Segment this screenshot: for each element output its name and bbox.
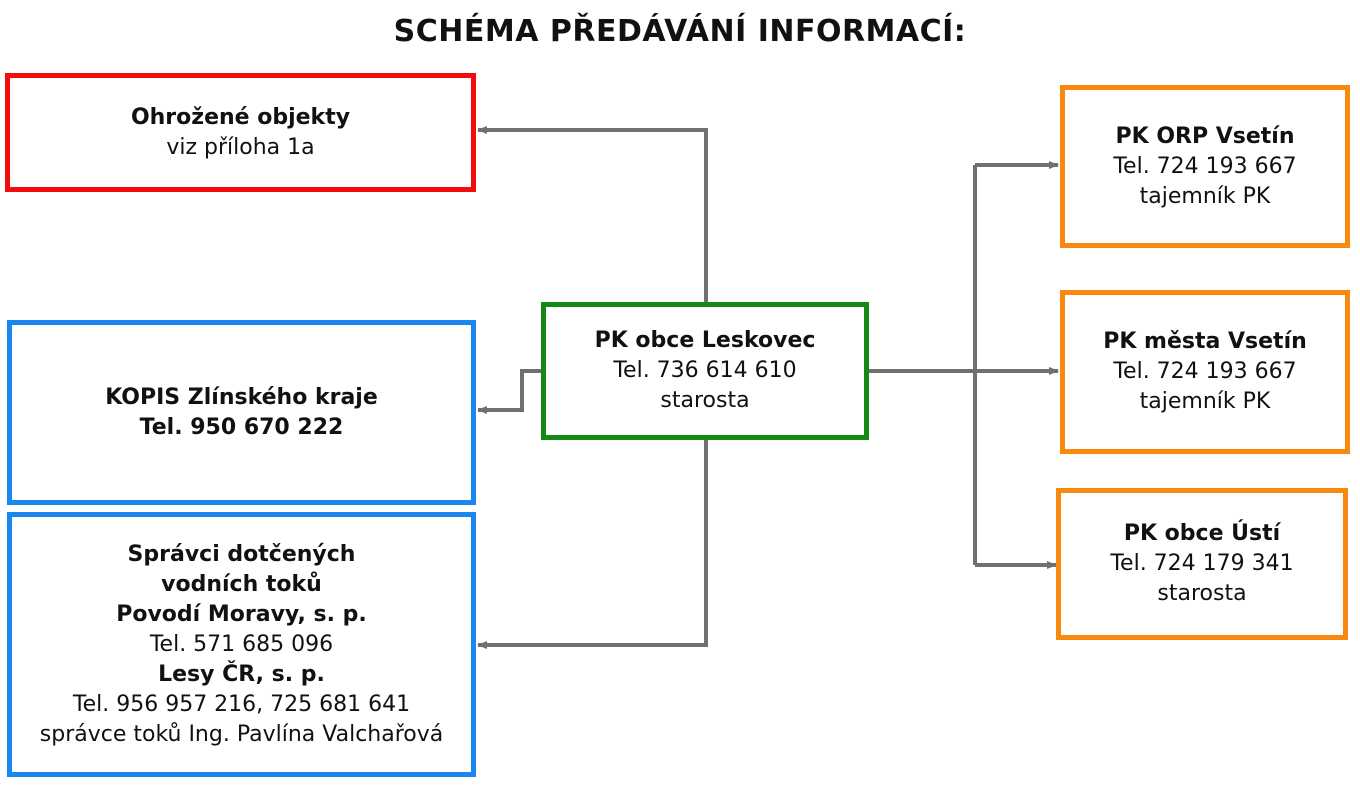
node-spravci-org2-contact: správce toků Ing. Pavlína Valchařová bbox=[39, 721, 444, 747]
node-orp-vsetin: PK ORP Vsetín Tel. 724 193 667 tajemník … bbox=[1060, 85, 1350, 248]
node-usti-phone: Tel. 724 179 341 bbox=[1110, 551, 1294, 576]
node-leskovec-name: PK obce Leskovec bbox=[594, 328, 816, 353]
node-leskovec-phone: Tel. 736 614 610 bbox=[613, 358, 797, 383]
node-spravci-org2: Lesy ČR, s. p. bbox=[158, 661, 325, 687]
node-ohrozene-objekty: Ohrožené objekty viz příloha 1a bbox=[5, 73, 476, 192]
node-mesto-name: PK města Vsetín bbox=[1103, 329, 1307, 354]
node-spravci-heading-2: vodních toků bbox=[161, 571, 322, 597]
node-mesto-phone: Tel. 724 193 667 bbox=[1113, 359, 1297, 384]
node-kopis: KOPIS Zlínského kraje Tel. 950 670 222 bbox=[7, 320, 476, 505]
node-leskovec-role: starosta bbox=[660, 388, 750, 413]
diagram-title: SCHÉMA PŘEDÁVÁNÍ INFORMACÍ: bbox=[393, 14, 967, 49]
node-usti-name: PK obce Ústí bbox=[1123, 521, 1281, 546]
node-ohrozene-name: Ohrožené objekty bbox=[130, 104, 351, 130]
node-orp-name: PK ORP Vsetín bbox=[1115, 123, 1295, 149]
arrow-to-spravci bbox=[477, 437, 708, 649]
arrow-to-kopis bbox=[477, 369, 542, 414]
node-spravci: Správci dotčených vodních toků Povodí Mo… bbox=[7, 512, 476, 777]
node-spravci-heading-1: Správci dotčených bbox=[127, 541, 356, 567]
node-mesto-role: tajemník PK bbox=[1139, 389, 1271, 414]
node-orp-phone: Tel. 724 193 667 bbox=[1113, 153, 1297, 179]
arrow-to-ohrozene bbox=[477, 126, 708, 304]
node-ohrozene-note: viz příloha 1a bbox=[166, 134, 315, 160]
node-kopis-name: KOPIS Zlínského kraje bbox=[105, 384, 378, 410]
node-mesto-vsetin: PK města Vsetín Tel. 724 193 667 tajemní… bbox=[1060, 290, 1350, 454]
node-spravci-org1: Povodí Moravy, s. p. bbox=[116, 601, 367, 627]
node-usti-role: starosta bbox=[1157, 581, 1247, 606]
node-obce-usti: PK obce Ústí Tel. 724 179 341 starosta bbox=[1056, 488, 1348, 640]
node-spravci-org2-phone: Tel. 956 957 216, 725 681 641 bbox=[72, 691, 411, 717]
node-spravci-org1-phone: Tel. 571 685 096 bbox=[149, 631, 334, 657]
node-leskovec: PK obce Leskovec Tel. 736 614 610 staros… bbox=[541, 302, 869, 440]
node-kopis-phone: Tel. 950 670 222 bbox=[139, 414, 344, 440]
node-orp-role: tajemník PK bbox=[1139, 183, 1271, 209]
